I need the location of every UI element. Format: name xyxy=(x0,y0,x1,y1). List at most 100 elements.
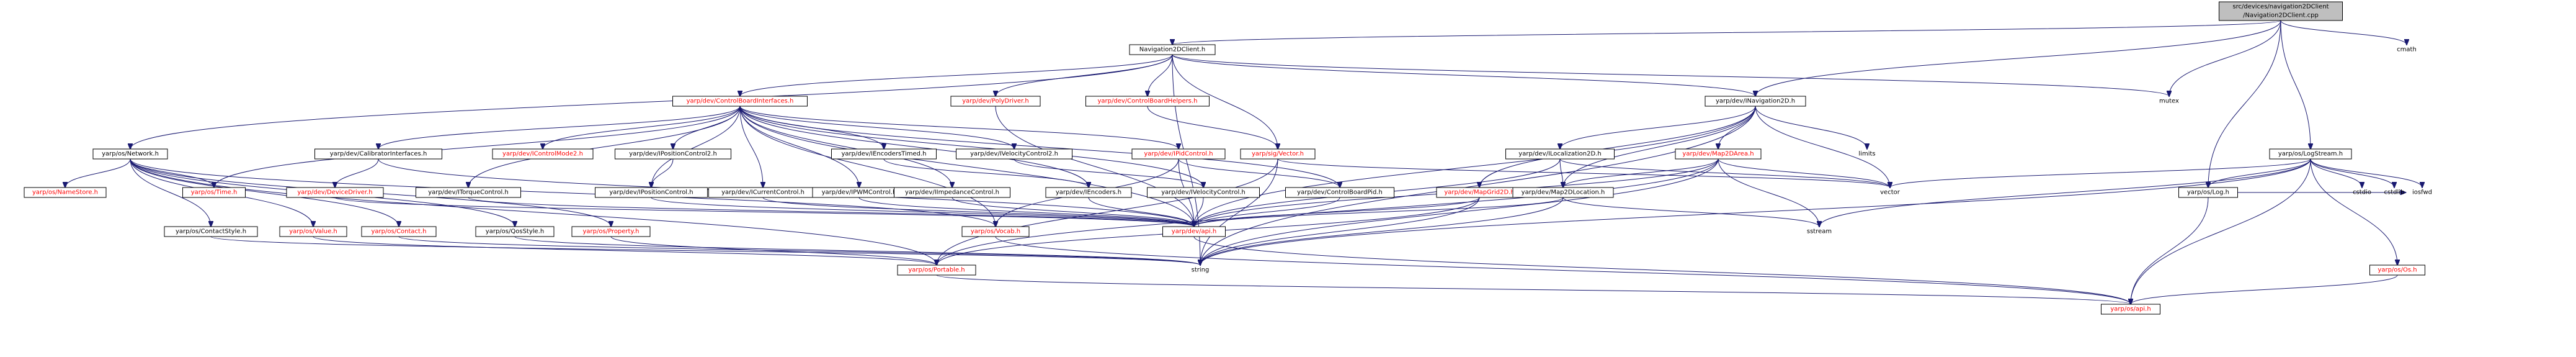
node-iencodertimed_h[interactable]: yarp/dev/IEncodersTimed.h xyxy=(831,148,937,160)
node-box-network_h xyxy=(92,148,168,160)
node-box-log_h xyxy=(2178,187,2238,198)
edge-value_h-to-portable_h xyxy=(313,236,937,265)
node-ivelctrl2_h[interactable]: yarp/dev/IVelocityControl2.h xyxy=(956,148,1072,160)
node-label-ipidcontrol_h: yarp/dev/IPidControl.h xyxy=(1144,151,1213,158)
node-label-sstream: sstream xyxy=(1807,228,1832,235)
node-nav2dclient_h[interactable]: Navigation2DClient.h xyxy=(1129,44,1216,55)
edge-ilocalization_h_top-to-mapgrid_h xyxy=(1479,106,1756,188)
node-ipidcontrol_h[interactable]: yarp/dev/IPidControl.h xyxy=(1131,148,1226,160)
node-icontrolmode2_h[interactable]: yarp/dev/IControlMode2.h xyxy=(492,148,594,160)
edge-logstream_h-to-os_h xyxy=(2310,158,2397,265)
edge-map2darea_h-to-sstream xyxy=(1718,158,1819,227)
edge-map2darea_h-to-map2dloc_h xyxy=(1563,158,1719,188)
node-os_h[interactable]: yarp/os/Os.h xyxy=(2369,264,2425,276)
node-box-ivelctrl2_h xyxy=(956,148,1072,160)
node-label-os_h: yarp/os/Os.h xyxy=(2378,267,2417,274)
node-label-nav2dclient_h: Navigation2DClient.h xyxy=(1139,47,1205,53)
edge-map2dloc_h-to-string xyxy=(1200,197,1564,265)
edge-ilocalization_h_top-to-map2dloc_h xyxy=(1563,106,1756,188)
node-iencoders_h[interactable]: yarp/dev/IEncoders.h xyxy=(1045,187,1132,198)
node-root[interactable]: src/devices/navigation2DClient/Navigatio… xyxy=(2219,1,2343,21)
edge-network_h-to-contactstyle_h xyxy=(130,158,211,227)
node-iposctrl2_h[interactable]: yarp/dev/IPositionControl2.h xyxy=(615,148,731,160)
node-label-devapi_h: yarp/dev/api.h xyxy=(1172,228,1216,235)
node-label-network_h: yarp/os/Network.h xyxy=(102,151,159,158)
node-box-ivelctrl_h xyxy=(1147,187,1260,198)
node-cstdlib: cstdlib xyxy=(2384,189,2405,196)
edge-iencodertimed_h-to-iencoders_h xyxy=(883,158,1089,188)
edge-nav2dclient_h-to-network_h xyxy=(130,54,1173,149)
node-map2dloc_h[interactable]: yarp/dev/Map2DLocation.h xyxy=(1512,187,1614,198)
node-label-portable_h: yarp/os/Portable.h xyxy=(908,267,965,274)
edge-os_h-to-osapi_h xyxy=(2131,274,2398,304)
node-label-ilocalization_h: yarp/dev/ILocalization2D.h xyxy=(1518,151,1601,158)
node-property_h[interactable]: yarp/os/Property.h xyxy=(571,226,651,237)
node-mapgrid_h[interactable]: yarp/dev/MapGrid2D.h xyxy=(1436,187,1523,198)
node-label-contactstyle_h: yarp/os/ContactStyle.h xyxy=(176,228,246,235)
edge-cbi_h-to-calib_h xyxy=(378,106,741,149)
edge-root-to-logstream_h xyxy=(2280,20,2311,149)
node-sigvector_h[interactable]: yarp/sig/Vector.h xyxy=(1240,148,1316,160)
node-label-ivelctrl2_h: yarp/dev/IVelocityControl2.h xyxy=(970,151,1058,158)
node-box-ipidcontrol_h xyxy=(1131,148,1226,160)
edge-network_h-to-contact_h xyxy=(130,158,399,227)
node-box-property_h xyxy=(571,226,651,237)
node-log_h[interactable]: yarp/os/Log.h xyxy=(2178,187,2238,198)
node-network_h[interactable]: yarp/os/Network.h xyxy=(92,148,168,160)
node-itorque_h[interactable]: yarp/dev/ITorqueControl.h xyxy=(416,187,521,198)
node-value_h[interactable]: yarp/os/Value.h xyxy=(279,226,347,237)
node-calib_h[interactable]: yarp/dev/CalibratorInterfaces.h xyxy=(314,148,442,160)
node-iposctrl_h[interactable]: yarp/dev/IPositionControl.h xyxy=(595,187,708,198)
edge-map2darea_h-to-portable_h xyxy=(937,158,1719,265)
edge-cbpid_h-to-devapi_h xyxy=(1194,197,1340,227)
edge-cbi_h-to-ipidcontrol_h xyxy=(739,106,1179,149)
edge-idevicedriver_h-to-devapi_h xyxy=(334,197,1194,227)
node-contactstyle_h[interactable]: yarp/os/ContactStyle.h xyxy=(164,226,258,237)
node-label-mutex: mutex xyxy=(2159,98,2179,105)
node-logstream_h[interactable]: yarp/os/LogStream.h xyxy=(2269,148,2352,160)
node-box-contact_h xyxy=(361,226,437,237)
edge-logstream_h-to-iosfwd xyxy=(2310,158,2422,188)
node-label-itorque_h: yarp/dev/ITorqueControl.h xyxy=(428,189,509,196)
edge-contact_h-to-string xyxy=(398,236,1200,265)
node-ipwm_h[interactable]: yarp/dev/IPWMControl.h xyxy=(812,187,906,198)
edge-cbi_h-to-iencoders_h xyxy=(739,106,1089,188)
node-qosstyle_h[interactable]: yarp/os/QosStyle.h xyxy=(475,226,555,237)
node-box-contactstyle_h xyxy=(164,226,258,237)
node-time_h[interactable]: yarp/os/Time.h xyxy=(182,187,246,198)
node-label-cmath: cmath xyxy=(2397,47,2417,53)
node-map2darea_h[interactable]: yarp/dev/Map2DArea.h xyxy=(1675,148,1762,160)
node-osapi_h[interactable]: yarp/os/api.h xyxy=(2101,304,2160,315)
node-icurrent_h[interactable]: yarp/dev/ICurrentControl.h xyxy=(708,187,818,198)
node-nametore_h[interactable]: yarp/os/NameStore.h xyxy=(24,187,107,198)
node-devapi_h[interactable]: yarp/dev/api.h xyxy=(1162,226,1226,237)
node-contact_h[interactable]: yarp/os/Contact.h xyxy=(361,226,437,237)
nodes-layer: src/devices/navigation2DClient/Navigatio… xyxy=(24,1,2432,315)
node-ilocalization_h[interactable]: yarp/dev/ILocalization2D.h xyxy=(1505,148,1615,160)
node-iimpedance_h[interactable]: yarp/dev/IImpedanceControl.h xyxy=(894,187,1010,198)
node-label-root-line2: /Navigation2DClient.cpp xyxy=(2243,12,2319,19)
node-box-idevicedriver_h xyxy=(286,187,384,198)
edge-nav2dclient_h-to-polydriver_h xyxy=(996,54,1173,96)
node-box-ilocalization_h_top xyxy=(1705,96,1806,107)
edge-cbhelpers_h-to-sigvector_h xyxy=(1147,106,1278,149)
node-cbhelpers_h[interactable]: yarp/dev/ControlBoardHelpers.h xyxy=(1085,96,1210,107)
node-vector: vector xyxy=(1880,189,1901,196)
edge-itorque_h-to-devapi_h xyxy=(468,197,1194,227)
edge-logstream_h-to-log_h xyxy=(2208,158,2311,188)
node-portable_h[interactable]: yarp/os/Portable.h xyxy=(897,264,976,276)
node-label-icurrent_h: yarp/dev/ICurrentControl.h xyxy=(721,189,804,196)
node-ilocalization_h_top[interactable]: yarp/dev/INavigation2D.h xyxy=(1705,96,1806,107)
edge-cbi_h-to-ivelctrl2_h xyxy=(739,106,1014,149)
node-box-vocab_h xyxy=(961,226,1030,237)
node-ivelctrl_h[interactable]: yarp/dev/IVelocityControl.h xyxy=(1147,187,1260,198)
node-cbi_h[interactable]: yarp/dev/ControlBoardInterfaces.h xyxy=(672,96,808,107)
node-vocab_h[interactable]: yarp/os/Vocab.h xyxy=(961,226,1030,237)
node-label-limits: limits xyxy=(1858,151,1875,158)
node-label-log_h: yarp/os/Log.h xyxy=(2187,189,2229,196)
node-polydriver_h[interactable]: yarp/dev/PolyDriver.h xyxy=(950,96,1041,107)
edge-network_h-to-portable_h xyxy=(130,158,937,265)
node-label-sigvector_h: yarp/sig/Vector.h xyxy=(1252,151,1304,158)
node-idevicedriver_h[interactable]: yarp/dev/DeviceDriver.h xyxy=(286,187,384,198)
node-cbpid_h[interactable]: yarp/dev/ControlBoardPid.h xyxy=(1285,187,1394,198)
